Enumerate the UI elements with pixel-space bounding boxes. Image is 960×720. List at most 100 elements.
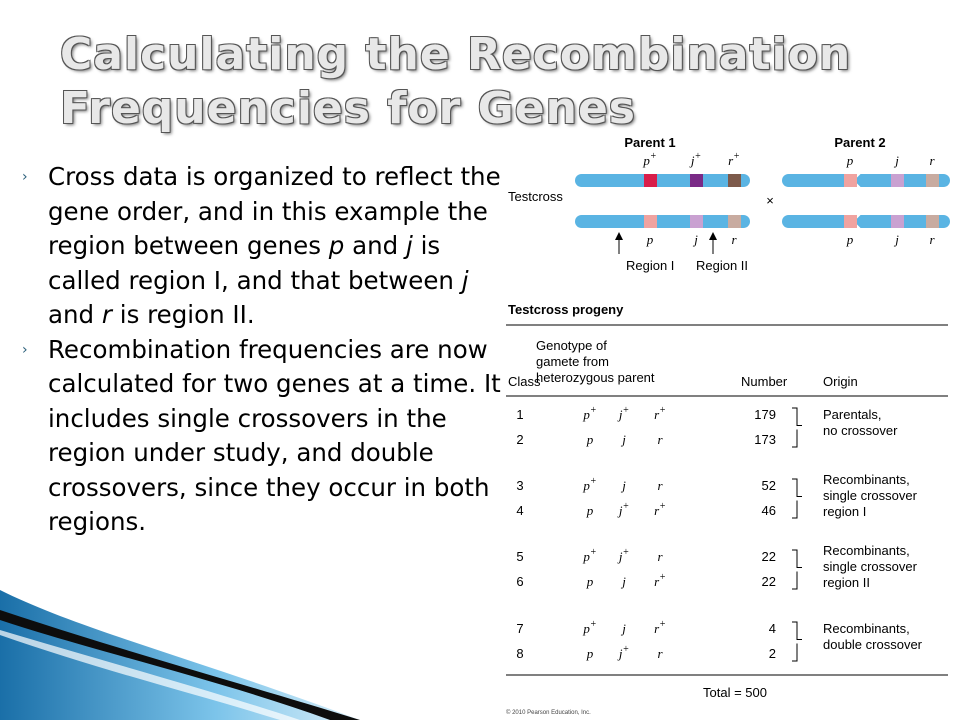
gene-letter: r — [731, 232, 737, 247]
genotype-cell: r+ — [654, 501, 666, 518]
wild-type-superscript: + — [650, 151, 657, 162]
region1-arrowhead-icon — [615, 232, 623, 240]
wild-type-superscript: + — [622, 501, 629, 512]
genotype-cell: j — [620, 621, 626, 636]
genotype-header-line2: gamete from — [536, 354, 609, 369]
gene-letter: p — [582, 621, 590, 636]
origin-group: Parentals,no crossover — [792, 407, 898, 448]
class-cell: 6 — [516, 574, 523, 589]
slide-title: Calculating the Recombination Frequencie… — [60, 28, 920, 136]
gene-letter: r — [654, 574, 660, 589]
gene-label: j — [692, 232, 698, 247]
gene-label: p+ — [642, 151, 656, 168]
gene-letter: j — [617, 549, 623, 564]
wild-type-superscript: + — [622, 405, 629, 416]
gene-band — [891, 215, 904, 228]
chromosome-arm — [782, 215, 950, 228]
wild-type-superscript: + — [622, 644, 629, 655]
bracket-icon — [792, 549, 802, 590]
origin-text: region I — [823, 504, 866, 519]
number-cell: 2 — [769, 646, 776, 661]
genotype-cell: p+ — [582, 619, 596, 636]
number-cell: 52 — [762, 478, 776, 493]
gene-label: p — [646, 232, 654, 247]
gene-name: j — [461, 265, 469, 295]
gene-letter: r — [657, 646, 663, 661]
number-cell: 46 — [762, 503, 776, 518]
bracket-icon — [792, 478, 802, 519]
gene-letter: p — [586, 503, 594, 518]
gene-letter: j — [617, 407, 623, 422]
bracket-icon — [792, 407, 802, 448]
parent2-top-chromosome — [782, 174, 950, 187]
gene-letter: p — [642, 153, 650, 168]
gene-label: j+ — [689, 151, 701, 168]
class-cell: 7 — [516, 621, 523, 636]
gene-label: r — [929, 153, 935, 168]
gene-letter: r — [929, 232, 935, 247]
gene-band — [644, 174, 657, 187]
bullet-item-gene-order: › Cross data is organized to reflect the… — [22, 160, 502, 333]
number-header: Number — [741, 374, 788, 389]
genotype-header-line1: Genotype of — [536, 338, 607, 353]
gene-letter: j — [617, 503, 623, 518]
bullet-text-part: is region II. — [111, 300, 255, 329]
genotype-cell: p+ — [582, 547, 596, 564]
gene-letter: j — [620, 478, 626, 493]
genotype-cell: p — [586, 503, 594, 518]
gene-band — [728, 174, 741, 187]
number-cell: 22 — [762, 549, 776, 564]
genotype-cell: j — [620, 478, 626, 493]
gene-band — [844, 174, 857, 187]
gene-label: p — [846, 153, 854, 168]
total-label: Total = 500 — [703, 685, 767, 700]
region2-label: Region II — [696, 258, 748, 273]
origin-text: region II — [823, 575, 870, 590]
gene-letter: r — [657, 432, 663, 447]
gene-letter: j — [692, 232, 698, 247]
wild-type-superscript: + — [659, 572, 666, 583]
class-header: Class — [508, 374, 541, 389]
origin-group: Recombinants,double crossover — [792, 621, 923, 662]
genotype-cell: p — [586, 432, 594, 447]
bullet-arrow-icon: › — [22, 169, 28, 185]
slide-title-line1: Calculating the Recombination — [60, 29, 852, 80]
genotype-cell: p — [586, 574, 594, 589]
gene-letter: j — [620, 432, 626, 447]
gene-letter: r — [654, 503, 660, 518]
gene-letter: r — [728, 153, 734, 168]
gene-band — [926, 174, 939, 187]
gene-letter: p — [582, 549, 590, 564]
genotype-cell: r+ — [654, 405, 666, 422]
gene-name: p — [328, 231, 345, 260]
region1-label: Region I — [626, 258, 674, 273]
region2-arrowhead-icon — [709, 232, 717, 240]
genotype-cell: j — [620, 432, 626, 447]
gene-name: r — [101, 300, 112, 329]
genotype-cell: r+ — [654, 619, 666, 636]
wave-shape — [0, 590, 360, 720]
genotype-cell: j+ — [617, 547, 629, 564]
parent1-label: Parent 1 — [624, 135, 675, 150]
parent1-top-chromosome — [575, 174, 750, 187]
gene-letter: p — [586, 432, 594, 447]
gene-letter: p — [846, 153, 854, 168]
testcross-label: Testcross — [508, 189, 563, 204]
wild-type-superscript: + — [659, 619, 666, 630]
decorative-wave — [0, 590, 360, 720]
genotype-cell: j — [620, 574, 626, 589]
gene-band — [844, 215, 857, 228]
slide-title-line2: Frequencies for Genes — [60, 83, 636, 134]
origin-header: Origin — [823, 374, 858, 389]
bullet-arrow-icon: › — [22, 341, 28, 358]
gene-band — [644, 215, 657, 228]
bullet-text-part: and — [48, 300, 102, 329]
parent2-bottom-chromosome — [782, 215, 950, 228]
